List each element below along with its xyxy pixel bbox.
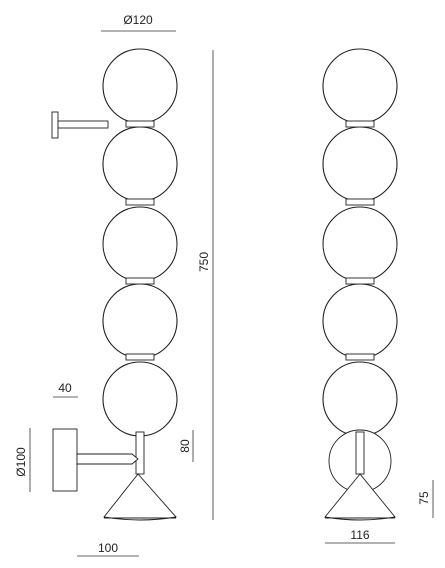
front-globe-5 (322, 361, 398, 437)
front-cone-shade (324, 473, 396, 521)
profile-view: Ø120 750 40 Ø100 80 (14, 13, 214, 557)
lower-stem (135, 431, 145, 475)
globe-4 (102, 283, 178, 359)
front-connector-4 (345, 353, 375, 361)
globe-5 (102, 361, 178, 437)
front-view: 116 75 (322, 48, 434, 544)
backplate-diameter-label: Ø100 (14, 447, 28, 477)
connector-3 (125, 277, 155, 285)
side-width-label: 116 (350, 528, 369, 542)
lower-arm (76, 453, 139, 465)
side-cone-height-label: 75 (417, 491, 431, 505)
globe-diameter-label: Ø120 (123, 13, 153, 27)
upper-arm (57, 120, 109, 129)
arm-offset-label: 40 (58, 381, 72, 395)
front-connector-3 (345, 277, 375, 285)
cone-shade (103, 473, 177, 521)
connector-4 (125, 353, 155, 361)
front-globe-4 (322, 283, 398, 359)
total-height-label: 750 (197, 252, 211, 272)
front-globe-3 (322, 206, 398, 282)
connector-2 (125, 198, 155, 206)
globe-2 (102, 126, 178, 202)
globe-1 (102, 48, 178, 124)
cone-height-label: 80 (178, 439, 192, 453)
lower-wall-plate (52, 428, 78, 492)
globe-3 (102, 206, 178, 282)
front-globe-1 (322, 48, 398, 124)
front-connector-1 (345, 120, 375, 128)
projection-label: 100 (98, 541, 118, 555)
upper-wall-plate (51, 111, 59, 139)
front-stem (355, 431, 365, 475)
connector-1 (125, 120, 155, 128)
front-globe-2 (322, 126, 398, 202)
front-connector-2 (345, 198, 375, 206)
